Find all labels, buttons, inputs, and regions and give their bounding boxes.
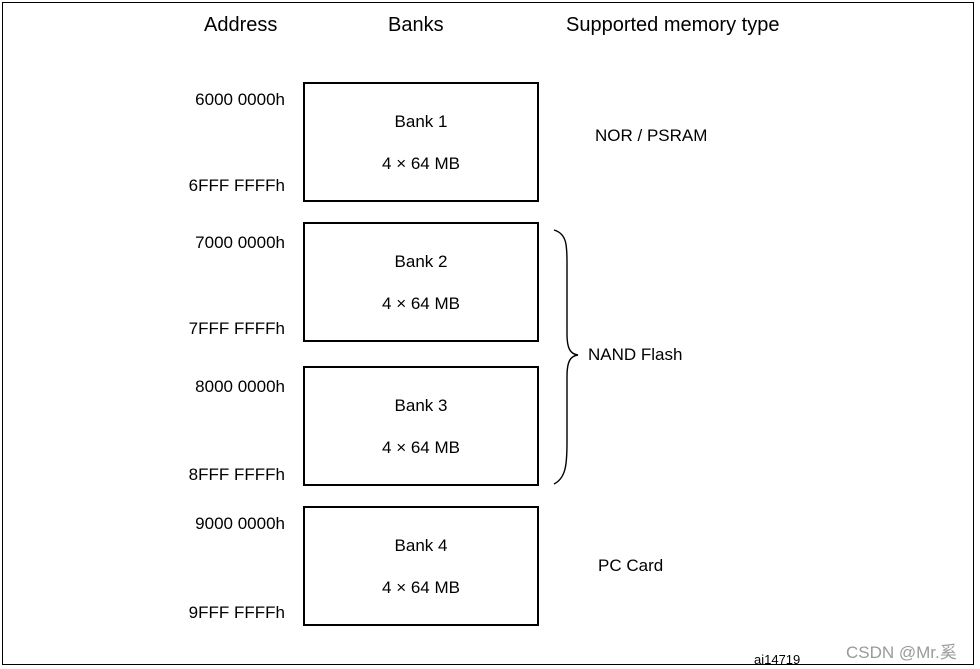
banks-header: Banks	[388, 14, 444, 36]
curly-brace-icon	[553, 229, 579, 485]
bank4-end-address: 9FFF FFFFh	[188, 603, 285, 622]
memory-type-nor-psram: NOR / PSRAM	[595, 126, 708, 145]
bank1-label: Bank 1	[394, 112, 448, 131]
bank1-start-address: 6000 0000h	[195, 90, 285, 109]
bank1-end-address: 6FFF FFFFh	[188, 176, 285, 195]
bank3-box: Bank 3 4 × 64 MB	[303, 366, 539, 486]
memory-type-nand-flash: NAND Flash	[588, 345, 683, 364]
bank2-label: Bank 2	[394, 252, 448, 271]
bank4-size: 4 × 64 MB	[382, 578, 460, 597]
bank3-size: 4 × 64 MB	[382, 438, 460, 457]
bank3-end-address: 8FFF FFFFh	[188, 465, 285, 484]
bank4-label: Bank 4	[394, 536, 448, 555]
bank4-box: Bank 4 4 × 64 MB	[303, 506, 539, 626]
address-header: Address	[204, 14, 278, 36]
bank2-start-address: 7000 0000h	[195, 233, 285, 252]
bank1-box: Bank 1 4 × 64 MB	[303, 82, 539, 202]
bank4-start-address: 9000 0000h	[195, 514, 285, 533]
bank3-label: Bank 3	[394, 396, 448, 415]
bank2-size: 4 × 64 MB	[382, 294, 460, 313]
bank2-box: Bank 2 4 × 64 MB	[303, 222, 539, 342]
bank3-start-address: 8000 0000h	[195, 377, 285, 396]
watermark: CSDN @Mr.奚	[846, 643, 957, 662]
bank1-size: 4 × 64 MB	[382, 154, 460, 173]
memory-type-header: Supported memory type	[566, 14, 780, 36]
bank2-end-address: 7FFF FFFFh	[188, 319, 285, 338]
memory-type-pc-card: PC Card	[598, 556, 664, 575]
figure-id: ai14719	[754, 652, 801, 667]
